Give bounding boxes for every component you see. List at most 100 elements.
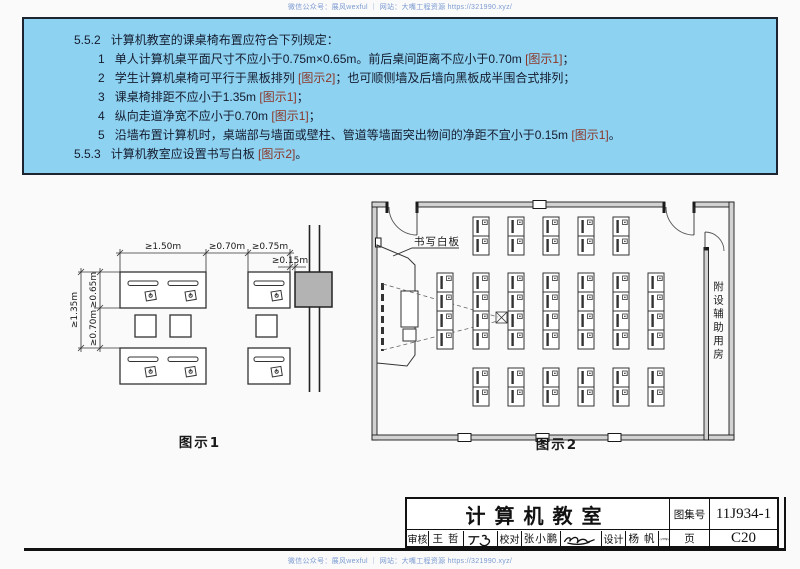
- desk: [542, 272, 560, 293]
- desk: [472, 367, 490, 388]
- handwritten-signature-icon: [659, 537, 669, 540]
- desk: [507, 291, 525, 312]
- desk: [436, 272, 454, 293]
- desk: [612, 291, 630, 312]
- desk-double: [119, 271, 207, 309]
- dim-0-65: ≥0.65m: [89, 272, 99, 308]
- wall-column: [294, 271, 333, 308]
- reviewer-label: 审核: [407, 535, 428, 546]
- door-arc-left: [388, 206, 418, 236]
- desk: [577, 310, 595, 331]
- desk: [507, 329, 525, 350]
- desk: [577, 216, 595, 237]
- teacher-desk: [400, 290, 419, 328]
- desk: [507, 386, 525, 407]
- desk: [647, 310, 665, 331]
- page-value: C20: [730, 530, 756, 546]
- desk: [436, 329, 454, 350]
- desk: [507, 235, 525, 256]
- wall-blocks: [375, 200, 622, 442]
- desk: [612, 216, 630, 237]
- desk: [542, 367, 560, 388]
- figure1-caption: 图示1: [179, 435, 221, 451]
- teacher-desk-step: [402, 328, 417, 342]
- dim-0-75: ≥0.75m: [252, 242, 288, 252]
- dim-0-15: ≥0.15m: [272, 256, 308, 266]
- desk: [647, 329, 665, 350]
- designer-signature: [659, 531, 669, 547]
- page-label: 页: [670, 530, 710, 547]
- desk: [542, 310, 560, 331]
- desk: [542, 235, 560, 256]
- door-swings: [388, 206, 725, 252]
- handwritten-signature-icon: [563, 536, 595, 545]
- desk-grid: [436, 216, 665, 407]
- proofreader-label: 校对: [499, 535, 520, 546]
- dim-1-35: ≥1.35m: [70, 292, 80, 328]
- desk: [507, 310, 525, 331]
- desk: [612, 329, 630, 350]
- reviewer-name: 王 哲: [432, 533, 460, 545]
- desk: [612, 367, 630, 388]
- desk: [612, 386, 630, 407]
- signature-row: 审核 王 哲 校对 张小鹏 设计 杨 帆: [407, 530, 670, 547]
- desk: [647, 291, 665, 312]
- desk: [577, 272, 595, 293]
- dimension-lines: [77, 249, 306, 352]
- desk: [542, 291, 560, 312]
- atlas-no-label: 图集号: [670, 499, 710, 530]
- dim-0-70-row: ≥0.70m: [89, 310, 99, 346]
- desk: [647, 367, 665, 388]
- desk: [436, 291, 454, 312]
- designer-label: 设计: [603, 535, 624, 546]
- desk: [612, 272, 630, 293]
- desk: [577, 291, 595, 312]
- desk-single: [247, 347, 291, 385]
- desk: [472, 291, 490, 312]
- sheet-right-rule: [784, 497, 786, 550]
- desk: [507, 367, 525, 388]
- desk: [542, 386, 560, 407]
- desk: [472, 235, 490, 256]
- desk: [472, 272, 490, 293]
- figure1-desk-spacing: ≥1.50m ≥0.70m ≥0.75m ≥0.15m ≥0.65m ≥0.70…: [70, 225, 333, 451]
- desk: [542, 329, 560, 350]
- reviewer-signature: [464, 530, 498, 547]
- desk: [436, 310, 454, 331]
- drawing-title: 计算机教室: [407, 499, 670, 530]
- desk-single: [247, 271, 291, 309]
- proofreader-signature: [561, 530, 602, 547]
- desk: [577, 386, 595, 407]
- figure2-caption: 图示2: [536, 437, 578, 453]
- dim-1-50: ≥1.50m: [145, 242, 181, 252]
- dim-0-70-aisle: ≥0.70m: [209, 242, 245, 252]
- desk: [612, 310, 630, 331]
- desk: [647, 272, 665, 293]
- handwritten-signature-icon: [467, 534, 490, 546]
- desk: [647, 386, 665, 407]
- projection-outline: [376, 244, 416, 367]
- watermark-bottom: 微信公众号：展风wexful ｜ 网站：大嘴工程资源 https://32199…: [287, 558, 513, 565]
- desk: [472, 329, 490, 350]
- desk: [577, 367, 595, 388]
- aux-room-label: 附设辅助用房: [712, 280, 724, 362]
- desk: [507, 272, 525, 293]
- watermark-top: 微信公众号：展风wexful ｜ 网站：大嘴工程资源 https://32199…: [287, 4, 513, 11]
- desk-double: [119, 347, 207, 385]
- desk: [542, 216, 560, 237]
- designer-name: 杨 帆: [628, 533, 656, 545]
- sheet-bottom-rule: [24, 548, 786, 551]
- door-arc-aux: [704, 231, 725, 252]
- atlas-no-value: 11J934-1: [710, 499, 777, 530]
- desk: [472, 216, 490, 237]
- desk: [612, 235, 630, 256]
- title-block: 计算机教室 图集号 11J934-1 审核 王 哲 校对 张小鹏 设计 杨 帆 …: [405, 497, 779, 548]
